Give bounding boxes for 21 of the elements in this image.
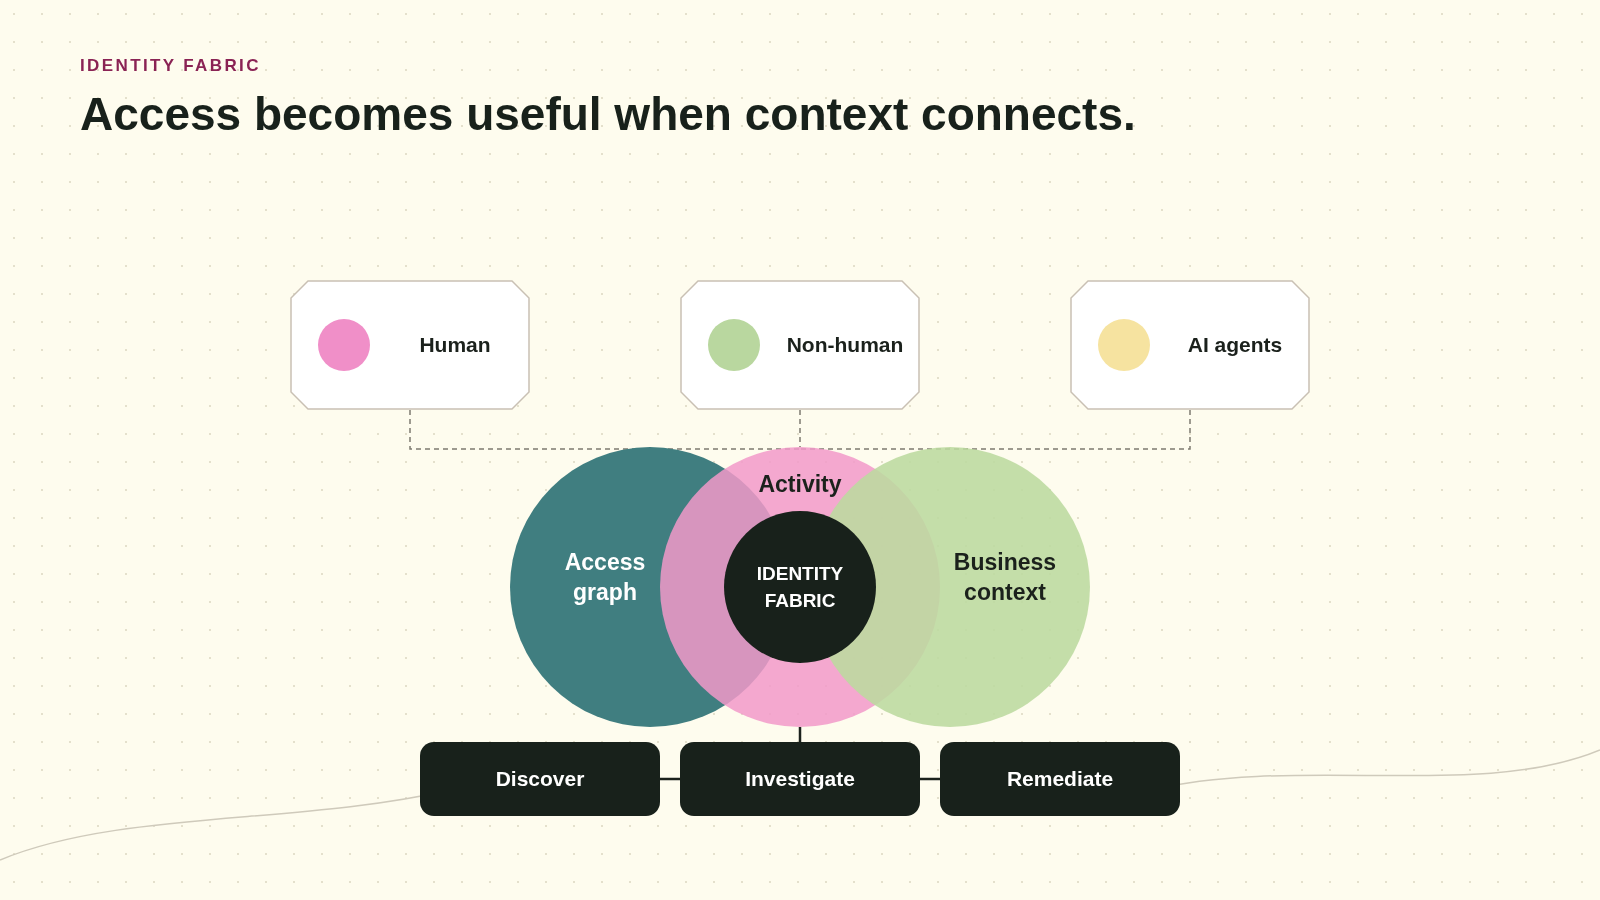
card-label: Non-human <box>785 332 905 359</box>
card-label: Human <box>418 332 492 359</box>
category-card <box>1070 280 1310 410</box>
dashed-connector <box>799 409 801 448</box>
connector-line <box>920 777 940 781</box>
circle-label: Access graph <box>563 548 647 607</box>
core-label: IDENTITY FABRIC <box>755 562 845 613</box>
circle-label: Business context <box>952 548 1058 607</box>
circle-label: Activity <box>757 470 843 499</box>
card-label: AI agents <box>1186 332 1284 359</box>
action-box <box>420 742 660 816</box>
action-box <box>940 742 1180 816</box>
action-label: Investigate <box>745 766 855 793</box>
action-label: Remediate <box>1006 766 1114 793</box>
category-card <box>680 280 920 410</box>
action-label: Discover <box>495 766 585 793</box>
action-box <box>680 742 920 816</box>
category-card <box>290 280 530 410</box>
eyebrow-text: IDENTITY FABRIC <box>80 55 261 77</box>
connector-line <box>660 777 680 781</box>
title: Access becomes useful when context connects. <box>80 87 1136 142</box>
